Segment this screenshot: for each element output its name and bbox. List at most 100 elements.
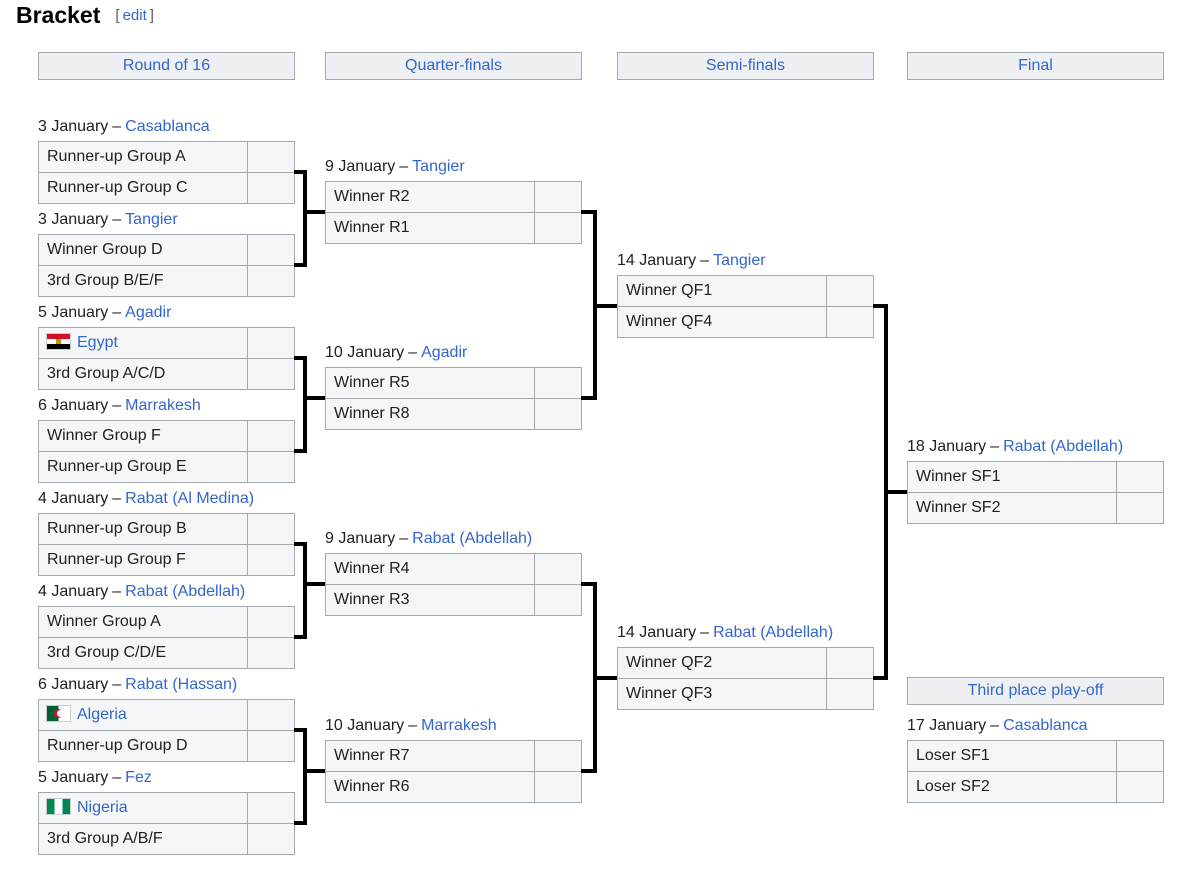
- header-semi-finals[interactable]: Semi-finals: [617, 52, 874, 80]
- score-cell: [1116, 462, 1163, 492]
- team-link[interactable]: Nigeria: [77, 799, 128, 816]
- venue-link[interactable]: Tangier: [412, 158, 465, 175]
- header-final[interactable]: Final: [907, 52, 1164, 80]
- team-name: Loser SF2: [916, 778, 990, 795]
- match-date-text: 14 January: [617, 624, 697, 641]
- team-row: Winner R3: [326, 584, 581, 615]
- match-table: Winner Group F Runner-up Group E: [38, 420, 295, 483]
- team-row: Winner R5: [326, 368, 581, 398]
- match-table: Winner R2 Winner R1: [325, 181, 582, 244]
- team-row: Winner R7: [326, 741, 581, 771]
- match-date: 4 January–Rabat (Abdellah): [38, 582, 295, 606]
- venue-link[interactable]: Rabat (Abdellah): [713, 624, 834, 641]
- connector-line: [581, 582, 597, 586]
- team-name: 3rd Group C/D/E: [47, 644, 167, 661]
- date-dash: –: [990, 717, 1000, 734]
- team-row: Winner R2: [326, 182, 581, 212]
- match-table: Winner Group D 3rd Group B/E/F: [38, 234, 295, 297]
- venue-link[interactable]: Rabat (Al Medina): [125, 490, 255, 507]
- score-cell: [247, 638, 294, 668]
- score-cell: [247, 452, 294, 482]
- team-row: Algeria: [39, 700, 294, 730]
- score-cell: [534, 399, 581, 429]
- team-name: Runner-up Group D: [47, 737, 188, 754]
- connector-line: [294, 356, 307, 360]
- connector-line: [294, 263, 307, 267]
- connector-line: [873, 676, 888, 680]
- connector-line: [873, 304, 888, 308]
- team-name: Winner R2: [334, 188, 410, 205]
- match-r16-2: 3 January–Tangier Winner Group D 3rd Gro…: [38, 210, 295, 297]
- match-date: 3 January–Casablanca: [38, 117, 295, 141]
- team-name: Runner-up Group C: [47, 179, 188, 196]
- venue-link[interactable]: Casablanca: [1003, 717, 1088, 734]
- venue-link[interactable]: Agadir: [125, 304, 172, 321]
- score-cell: [247, 824, 294, 854]
- team-row: Winner QF2: [618, 648, 873, 678]
- score-cell: [247, 359, 294, 389]
- score-cell: [247, 235, 294, 265]
- match-table: Winner SF1 Winner SF2: [907, 461, 1164, 524]
- header-quarter-finals[interactable]: Quarter-finals: [325, 52, 582, 80]
- match-date: 10 January–Agadir: [325, 343, 582, 367]
- venue-link[interactable]: Tangier: [713, 252, 766, 269]
- match-date-text: 6 January: [38, 676, 109, 693]
- date-dash: –: [399, 158, 409, 175]
- match-date-text: 14 January: [617, 252, 697, 269]
- team-name: Winner SF2: [916, 499, 1001, 516]
- venue-link[interactable]: Rabat (Abdellah): [125, 583, 246, 600]
- venue-link[interactable]: Tangier: [125, 211, 178, 228]
- date-dash: –: [112, 211, 122, 228]
- team-name: Winner R1: [334, 219, 410, 236]
- score-cell: [247, 328, 294, 358]
- team-name: Winner QF1: [626, 282, 713, 299]
- date-dash: –: [112, 676, 122, 693]
- team-name: Winner SF1: [916, 468, 1001, 485]
- team-row: 3rd Group B/E/F: [39, 265, 294, 296]
- date-dash: –: [112, 397, 122, 414]
- match-date: 5 January–Agadir: [38, 303, 295, 327]
- team-name: Runner-up Group E: [47, 458, 187, 475]
- edit-bracket-open: [: [115, 7, 120, 24]
- venue-link[interactable]: Rabat (Abdellah): [412, 530, 533, 547]
- connector-line: [303, 542, 307, 639]
- connector-line: [884, 490, 907, 494]
- team-row: Winner SF1: [908, 462, 1163, 492]
- date-dash: –: [399, 530, 409, 547]
- team-link[interactable]: Egypt: [77, 334, 118, 351]
- venue-link[interactable]: Rabat (Hassan): [125, 676, 238, 693]
- venue-link[interactable]: Casablanca: [125, 118, 210, 135]
- edit-bracket-close: ]: [149, 7, 154, 24]
- score-cell: [534, 585, 581, 615]
- header-round-of-16[interactable]: Round of 16: [38, 52, 295, 80]
- match-date: 17 January–Casablanca: [907, 716, 1164, 740]
- team-row: Winner QF1: [618, 276, 873, 306]
- match-date-text: 10 January: [325, 344, 405, 361]
- match-date-text: 6 January: [38, 397, 109, 414]
- venue-link[interactable]: Marrakesh: [421, 717, 497, 734]
- venue-link[interactable]: Agadir: [421, 344, 468, 361]
- team-name: Winner QF4: [626, 313, 713, 330]
- venue-link[interactable]: Marrakesh: [125, 397, 201, 414]
- team-row: Runner-up Group C: [39, 172, 294, 203]
- venue-link[interactable]: Fez: [125, 769, 152, 786]
- score-cell: [826, 648, 873, 678]
- team-name: Runner-up Group B: [47, 520, 187, 537]
- connector-line: [294, 728, 307, 732]
- match-r16-7: 6 January–Rabat (Hassan) Algeria Runner-…: [38, 675, 295, 762]
- match-date-text: 3 January: [38, 118, 109, 135]
- team-name: Winner QF2: [626, 654, 713, 671]
- team-link[interactable]: Algeria: [77, 706, 127, 723]
- team-name: Winner Group A: [47, 613, 161, 630]
- score-cell: [247, 545, 294, 575]
- venue-link[interactable]: Rabat (Abdellah): [1003, 438, 1124, 455]
- date-dash: –: [112, 304, 122, 321]
- team-name: Winner Group F: [47, 427, 161, 444]
- edit-link[interactable]: edit: [122, 7, 147, 24]
- match-table: Winner R7 Winner R6: [325, 740, 582, 803]
- score-cell: [534, 213, 581, 243]
- score-cell: [534, 554, 581, 584]
- header-third-place[interactable]: Third place play-off: [907, 677, 1164, 705]
- match-table: Winner QF2 Winner QF3: [617, 647, 874, 710]
- team-name: Winner R5: [334, 374, 410, 391]
